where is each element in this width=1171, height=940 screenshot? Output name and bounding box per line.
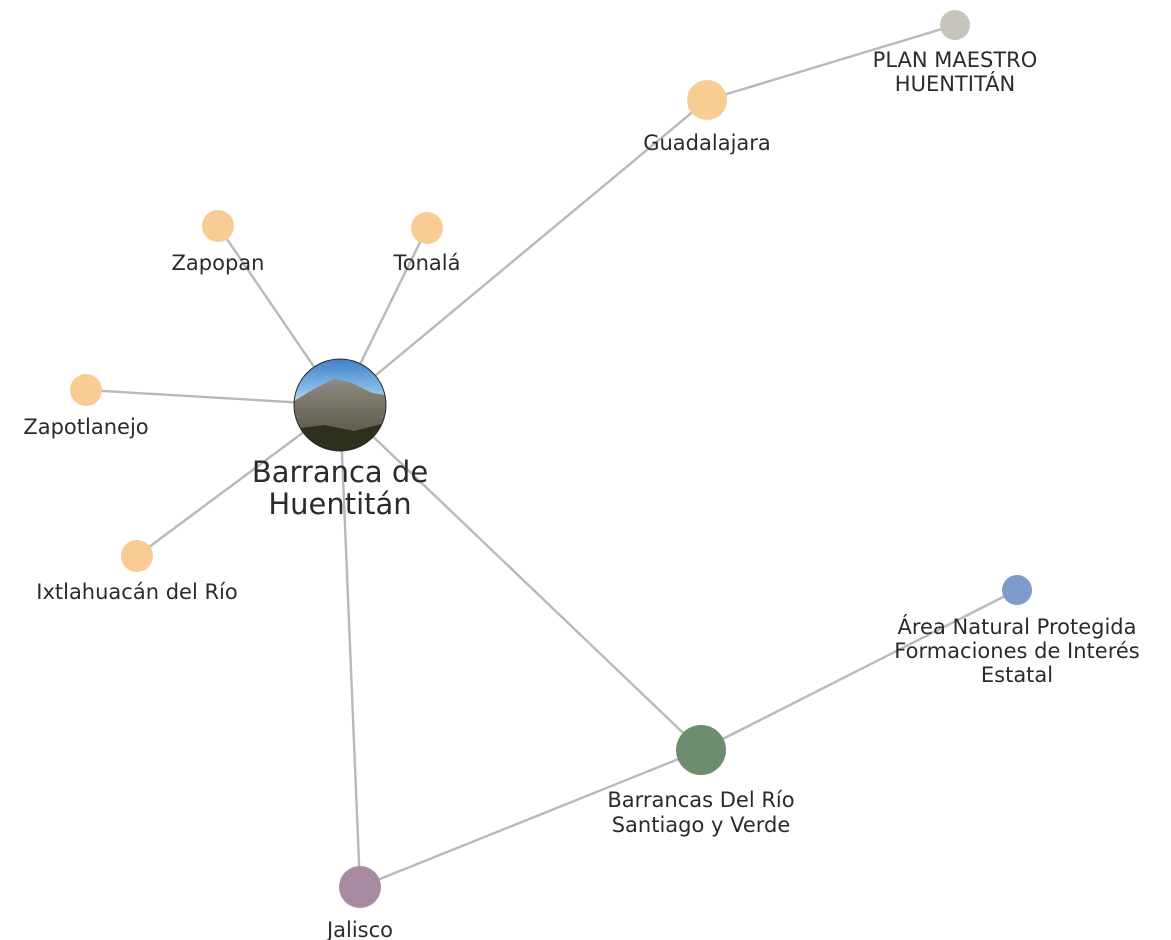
label-barranca-line-1: Huentitán — [268, 487, 411, 521]
label-ixtlahuacan: Ixtlahuacán del Río — [36, 580, 237, 604]
label-plan-line-0: PLAN MAESTRO — [873, 48, 1038, 72]
node-anp[interactable] — [1002, 575, 1032, 605]
label-plan-line-1: HUENTITÁN — [895, 71, 1015, 96]
edge-barrancas_rio-jalisco — [359, 748, 702, 889]
label-jalisco-line-0: Jalisco — [325, 918, 393, 940]
label-jalisco: Jalisco — [325, 918, 393, 940]
label-zapotlanejo-line-0: Zapotlanejo — [23, 415, 148, 439]
label-tonala: Tonalá — [393, 251, 461, 275]
node-ixtlahuacan[interactable] — [121, 540, 153, 572]
node-plan[interactable] — [940, 10, 970, 40]
node-zapotlanejo[interactable] — [70, 374, 102, 406]
label-barrancas_rio-line-1: Santiago y Verde — [612, 813, 791, 837]
label-anp-line-2: Estatal — [981, 663, 1053, 687]
node-jalisco[interactable] — [339, 866, 381, 908]
label-barranca-line-0: Barranca de — [252, 455, 428, 489]
edges-layer — [85, 23, 1018, 889]
label-tonala-line-0: Tonalá — [393, 251, 461, 275]
edge-guadalajara-plan — [706, 23, 956, 102]
label-zapotlanejo: Zapotlanejo — [23, 415, 148, 439]
label-zapopan-line-0: Zapopan — [172, 251, 265, 275]
node-zapopan[interactable] — [202, 210, 234, 242]
label-anp-line-0: Área Natural Protegida — [898, 614, 1137, 639]
edge-barrancas_rio-anp — [700, 588, 1018, 752]
edge-barranca-guadalajara — [339, 99, 708, 406]
label-guadalajara-line-0: Guadalajara — [643, 131, 771, 155]
label-anp-line-1: Formaciones de Interés — [894, 639, 1139, 663]
node-tonala[interactable] — [411, 212, 443, 244]
edge-barranca-barrancas_rio — [339, 404, 702, 751]
label-ixtlahuacan-line-0: Ixtlahuacán del Río — [36, 580, 237, 604]
edge-barranca-jalisco — [338, 404, 362, 888]
node-guadalajara[interactable] — [687, 80, 727, 120]
label-zapopan: Zapopan — [172, 251, 265, 275]
label-barrancas_rio-line-0: Barrancas Del Río — [607, 788, 794, 812]
nodes-layer — [70, 10, 1032, 908]
node-barrancas_rio[interactable] — [676, 725, 726, 775]
node-barranca-ring — [293, 358, 387, 452]
label-guadalajara: Guadalajara — [643, 131, 771, 155]
node-barranca[interactable] — [294, 359, 386, 451]
